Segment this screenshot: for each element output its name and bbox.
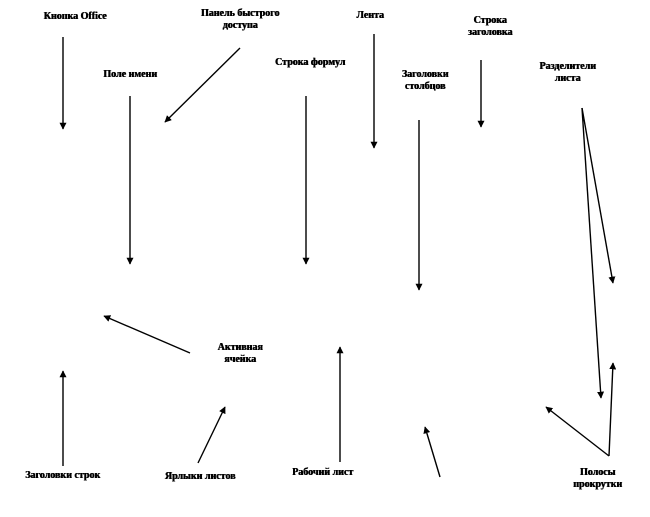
arrow-bottom-scrollbar: [423, 426, 441, 478]
label-active-cell: Активная ячейка: [200, 342, 280, 366]
label-column-headers-line1: Заголовки: [401, 69, 449, 80]
label-quick-access-line1: Панель быстрого: [200, 8, 280, 19]
label-formula-bar: Строка формул: [274, 57, 346, 68]
label-scrollbars-line1: Полосы: [579, 467, 616, 478]
label-office-button: Кнопка Office: [43, 11, 107, 22]
arrow-sheet-splitter-2: [581, 107, 605, 399]
label-worksheet: Рабочий лист: [291, 467, 354, 478]
label-quick-access-line2: доступа: [222, 20, 258, 31]
label-active-cell-line2: ячейка: [224, 354, 256, 365]
label-title-bar: Строка заголовка: [450, 15, 530, 39]
label-name-box: Поле имени: [103, 69, 157, 80]
label-sheet-splitters-line1: Разделители: [539, 61, 596, 72]
label-column-headers: Заголовки столбцов: [385, 69, 465, 93]
label-quick-access: Панель быстрого доступа: [190, 8, 290, 32]
label-row-headers: Заголовки строк: [24, 470, 101, 481]
label-title-bar-line1: Строка: [473, 15, 507, 26]
label-active-cell-line1: Активная: [217, 342, 263, 353]
label-column-headers-line2: столбцов: [404, 81, 446, 92]
label-sheet-tabs: Ярлыки листов: [164, 471, 236, 482]
label-title-bar-line2: заголовка: [467, 27, 513, 38]
arrow-sheet-splitter-1: [581, 107, 616, 284]
arrow-scrollbar-horizontal: [545, 406, 610, 457]
arrow-sheet-tabs: [197, 406, 226, 464]
label-scrollbars: Полосы прокрутки: [550, 467, 645, 491]
label-sheet-splitters-line2: листа: [554, 73, 581, 84]
arrow-active-cell: [103, 315, 191, 354]
arrow-scrollbar-vertical: [608, 362, 617, 457]
label-ribbon: Лента: [356, 10, 384, 21]
label-sheet-splitters: Разделители листа: [520, 61, 615, 85]
label-scrollbars-line2: прокрутки: [573, 479, 622, 490]
arrow-quick-access: [164, 47, 241, 123]
